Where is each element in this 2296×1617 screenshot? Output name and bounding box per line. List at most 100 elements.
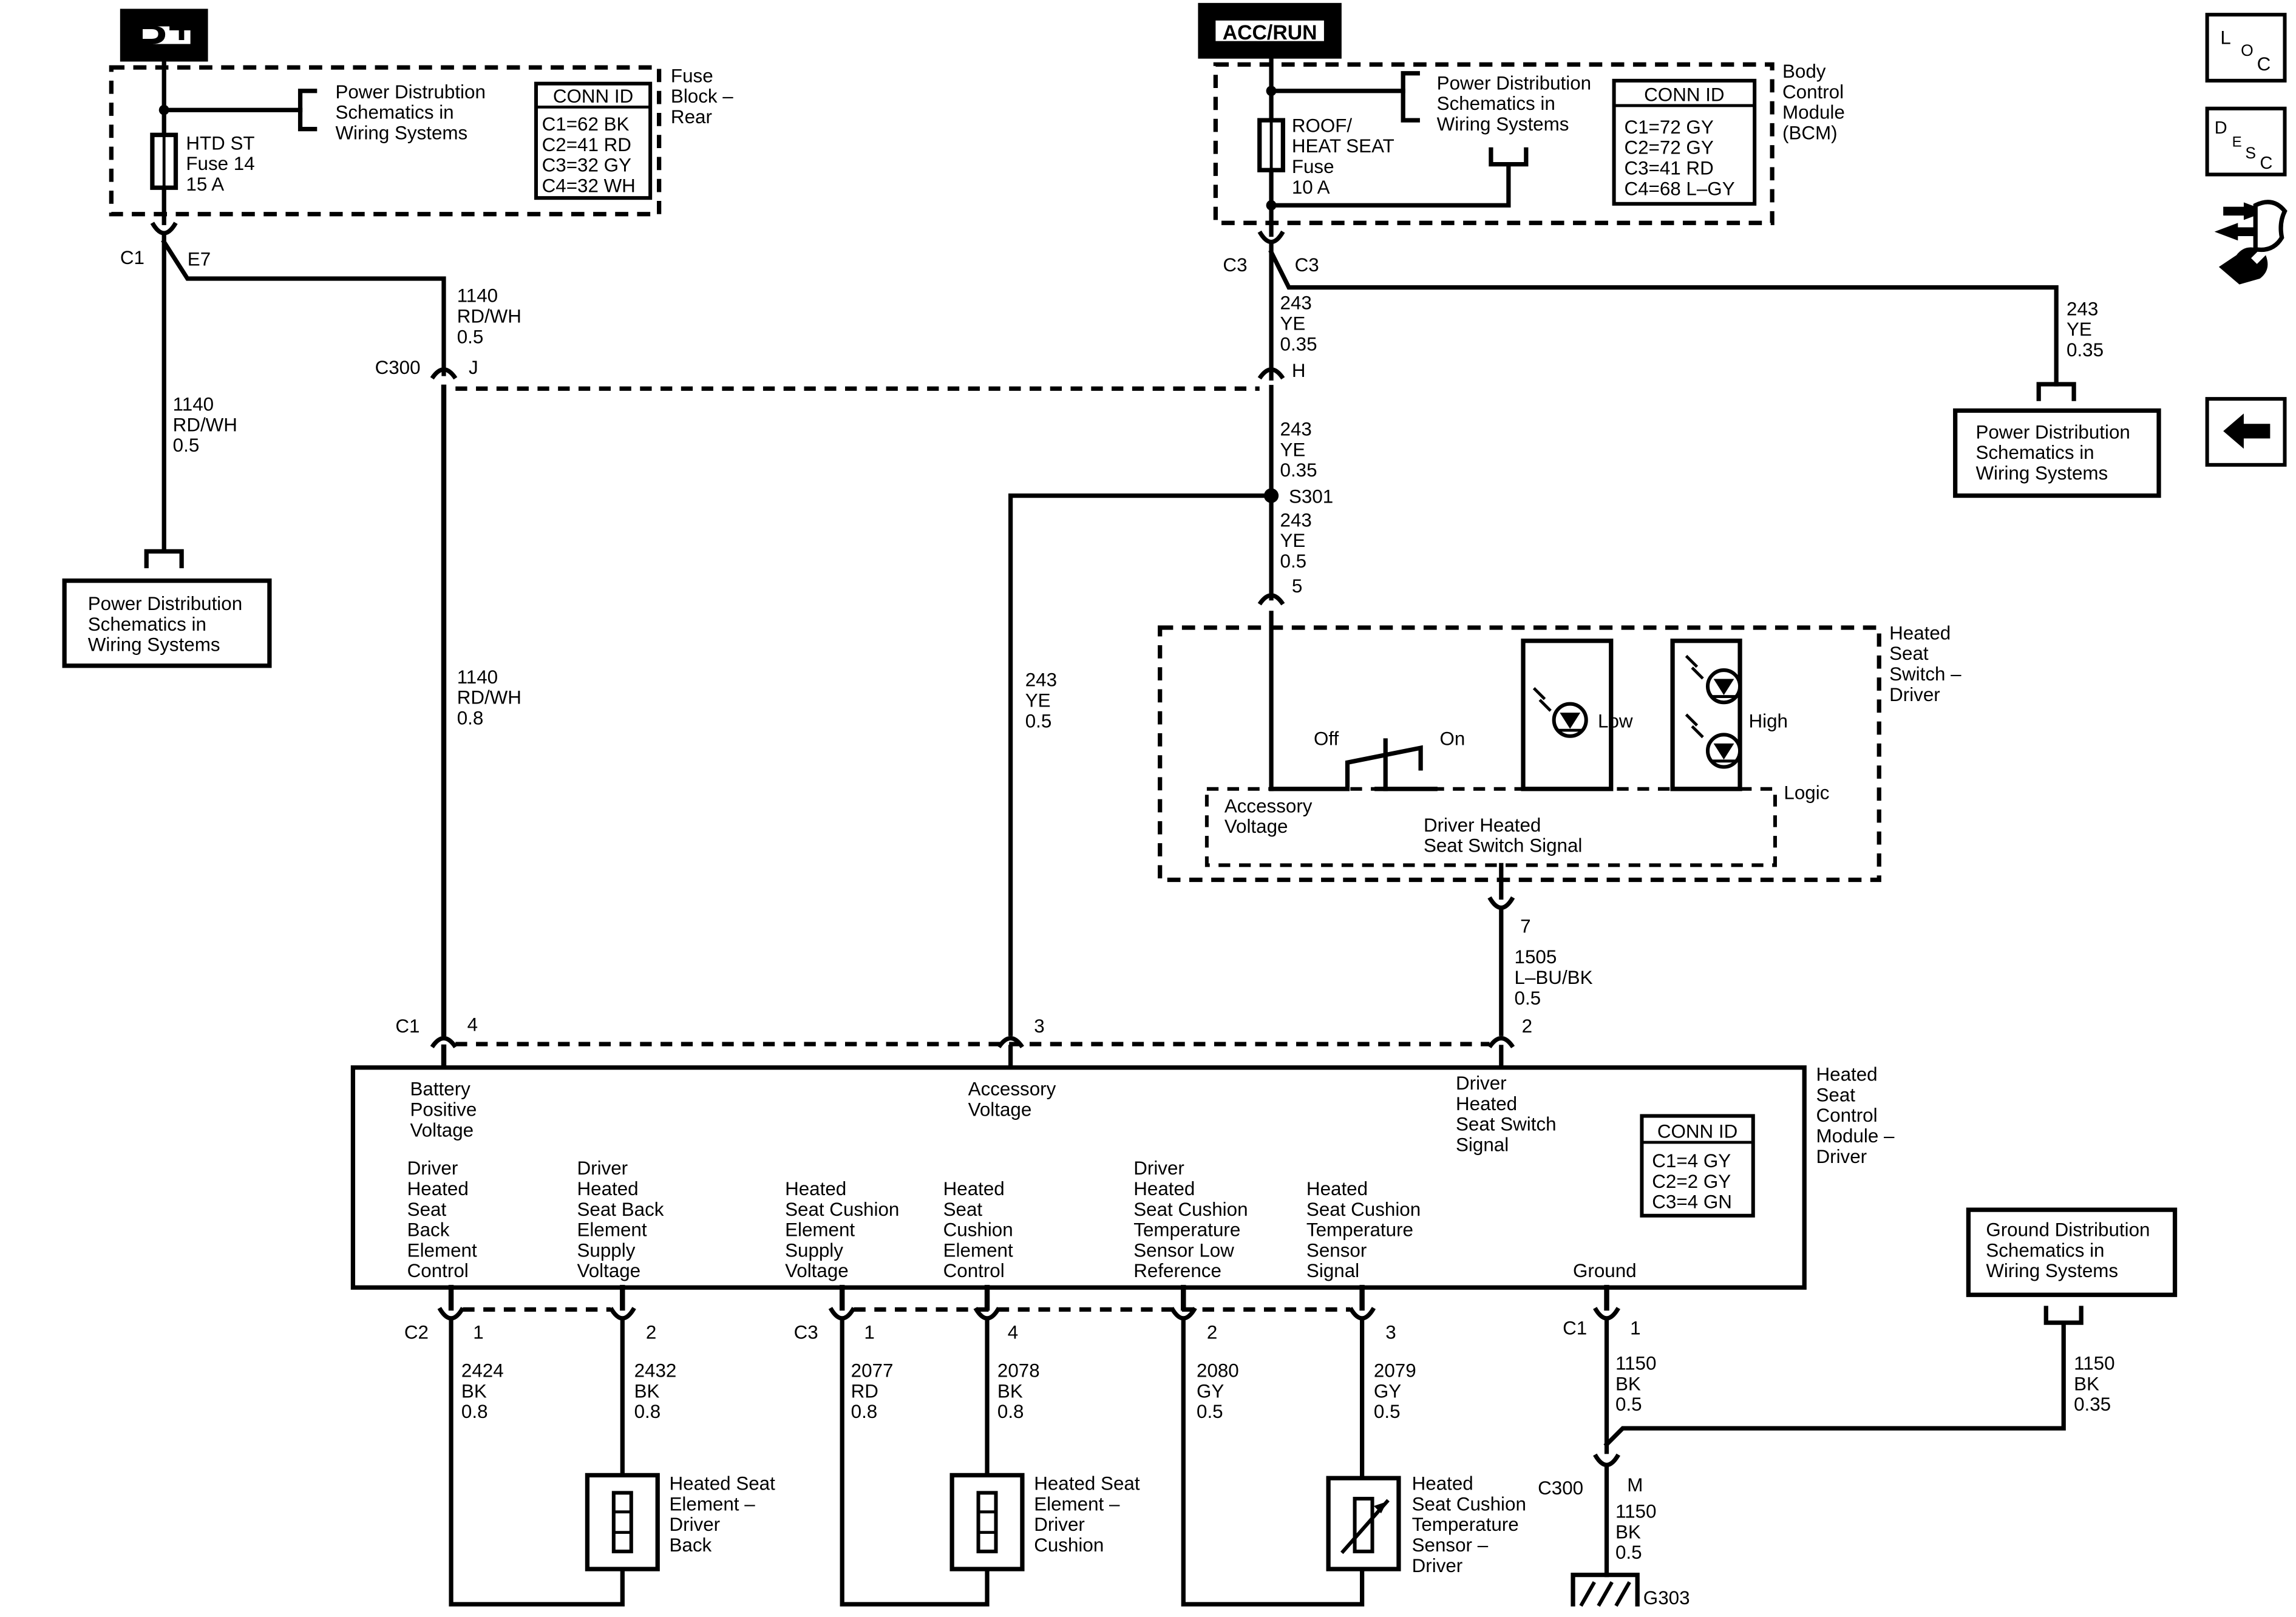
svg-text:Accessory Voltage: Accessory Voltage — [968, 1079, 1061, 1120]
w1140a-2: RD/WH — [173, 414, 237, 435]
mod-bs-2: Heated — [577, 1178, 639, 1199]
mod-battery-1: Battery — [410, 1079, 471, 1100]
load-sensor-1: Heated — [1412, 1473, 1473, 1494]
bplus-label: B+ — [132, 0, 195, 54]
c2-label: C2 — [404, 1322, 429, 1343]
svg-text:Accessory Voltage: Accessory Voltage — [1224, 795, 1317, 837]
switch-logic: Logic — [1784, 782, 1829, 804]
mod-bs-5: Supply — [577, 1239, 636, 1261]
loc-o: O — [2241, 41, 2254, 59]
mod-cc-3: Cushion — [943, 1219, 1013, 1241]
svg-text:1140 RD/WH 0.5: 1140 RD/WH 0.5 — [457, 285, 527, 348]
mod-tl-2: Heated — [1133, 1178, 1195, 1199]
pds-right-3: Wiring Systems — [1975, 463, 2108, 484]
heated-seat-switch: Off On Low High Logic Accessory Voltage — [1158, 611, 1966, 883]
switch-high: High — [1749, 710, 1788, 731]
svg-text:Driver Heated: Driver Heated Seat Back Element Control — [407, 1158, 483, 1281]
mod-name-5: Driver — [1816, 1146, 1867, 1167]
svg-text:243 YE 0.35: 243 YE 0.35 — [2067, 298, 2104, 361]
mod-bc-2: Heated — [407, 1178, 469, 1199]
svg-text:243 YE 0.35: 243 YE 0.35 — [1280, 293, 1317, 355]
w243a-3: 0.35 — [1280, 333, 1317, 354]
svg-text:2079 GY 0.5: 2079 GY 0.5 — [1374, 1360, 1421, 1423]
bcm-name-3: Module — [1782, 102, 1845, 123]
w2424-3: 0.8 — [461, 1401, 488, 1422]
s301-label: S301 — [1289, 486, 1333, 507]
loc-button[interactable]: L O C — [2205, 13, 2287, 83]
svg-text:Body Control M: Body Control Module (BCM) — [1782, 61, 1850, 143]
w1140b-2: RD/WH — [457, 305, 521, 327]
w243c-2: YE — [1280, 439, 1306, 460]
fuse-conn-c2: C2=41 RD — [542, 134, 631, 155]
mod-cc-5: Control — [943, 1260, 1005, 1281]
fuse-conn-c4: C4=32 WH — [542, 175, 636, 196]
fuse-htd-line3: 15 A — [186, 174, 224, 195]
pds-left-2: Schematics in — [88, 614, 206, 635]
w243d-3: 0.5 — [1280, 551, 1307, 572]
mod-tl-1: Driver — [1133, 1158, 1184, 1179]
fuse-pds-line1: Power Distrubtion — [335, 81, 485, 103]
mod-conn-c2: C2=2 GY — [1652, 1171, 1731, 1192]
bcm-conn-c2: C2=72 GY — [1624, 137, 1713, 158]
c3-left-label: C3 — [1223, 254, 1247, 276]
mod-ts-2: Seat Cushion — [1306, 1199, 1421, 1220]
bcm-conn-c1: C1=72 GY — [1624, 117, 1713, 138]
body-control-module: ROOF/ HEAT SEAT Fuse 10 A Power Distribu… — [1213, 47, 1850, 237]
mod-bs-3: Seat Back — [577, 1199, 664, 1220]
fuse-conn-c3: C3=32 GY — [542, 155, 631, 176]
desc-s: S — [2245, 144, 2256, 162]
mod-cs-3: Element — [785, 1219, 855, 1241]
svg-text:243 YE 0.5: 243 YE 0.5 — [1280, 509, 1317, 572]
mod-accessory-1: Accessory — [968, 1079, 1056, 1100]
accrun-source: ACC/RUN — [1198, 2, 1342, 59]
mod-bc-6: Control — [407, 1260, 469, 1281]
back-arrow-button[interactable] — [2205, 397, 2287, 467]
load-cushion-1: Heated Seat — [1034, 1473, 1140, 1494]
svg-text:Heated Seat Cushion: Heated Seat Cushion Temperature Sensor S… — [1306, 1178, 1426, 1281]
w2077-2: RD — [851, 1380, 878, 1402]
mod-ts-5: Signal — [1306, 1260, 1359, 1281]
svg-text:Heated Seat Cu: Heated Seat Cushion Element Control — [943, 1178, 1019, 1281]
w2079-3: 0.5 — [1374, 1401, 1401, 1422]
mod-ground: Ground — [1573, 1260, 1637, 1281]
fuse-htd-line2: Fuse 14 — [186, 153, 254, 174]
load-back-4: Back — [670, 1534, 712, 1556]
w243c-3: 0.35 — [1280, 459, 1317, 481]
c2p1-label: 1 — [473, 1322, 483, 1343]
w2080-3: 0.5 — [1197, 1401, 1223, 1422]
w2424-1: 2424 — [461, 1360, 504, 1381]
w243e-3: 0.5 — [1025, 710, 1052, 731]
switch-signal-2: Seat Switch Signal — [1424, 835, 1582, 856]
mod-conn-c3: C3=4 GN — [1652, 1192, 1732, 1213]
mod-name-3: Control — [1816, 1105, 1878, 1126]
fuse-pds-line2: Schematics in — [335, 102, 453, 123]
c3p3-label: 3 — [1385, 1322, 1396, 1343]
svg-text:ROOF/ HEAT SEAT: ROOF/ HEAT SEAT Fuse 10 A — [1292, 115, 1400, 197]
mod-name-1: Heated — [1816, 1063, 1878, 1085]
mod-name-2: Seat — [1816, 1084, 1856, 1105]
fuse-pds-line3: Wiring Systems — [335, 122, 467, 143]
mod-bc-4: Back — [407, 1219, 450, 1241]
w2078-1: 2078 — [997, 1360, 1040, 1381]
w243a-1: 243 — [1280, 293, 1312, 314]
mod-conn-title: CONN ID — [1657, 1121, 1737, 1142]
gp1-label: 1 — [1630, 1317, 1640, 1338]
desc-button[interactable]: D E S C — [2205, 106, 2287, 177]
mod-battery-3: Voltage — [410, 1119, 474, 1141]
pds-left-3: Wiring Systems — [88, 634, 220, 656]
c3p2-label: 2 — [1207, 1322, 1217, 1343]
svg-text:Heated Seat Sw: Heated Seat Switch – Driver — [1889, 622, 1966, 705]
svg-text:Power Distribution Sch: Power Distribution Schematics in Wiring … — [1437, 72, 1597, 135]
bcm-name-1: Body — [1782, 61, 1826, 82]
svg-text:Power Distrubtion Sche: Power Distrubtion Schematics in Wiring S… — [335, 81, 491, 144]
svg-text:1505 L–BU/BK 0.5: 1505 L–BU/BK 0.5 — [1515, 946, 1598, 1009]
mod-battery-2: Positive — [410, 1099, 477, 1120]
connector-tool-icon[interactable] — [2214, 200, 2288, 285]
switch-off: Off — [1314, 728, 1339, 749]
svg-text:1140 RD/WH 0.8: 1140 RD/WH 0.8 — [457, 666, 527, 729]
loc-l: L — [2220, 27, 2230, 48]
w1505-3: 0.5 — [1515, 988, 1541, 1009]
w1150c-3: 0.5 — [1615, 1542, 1642, 1563]
mod-swsig-1: Driver — [1456, 1073, 1507, 1094]
